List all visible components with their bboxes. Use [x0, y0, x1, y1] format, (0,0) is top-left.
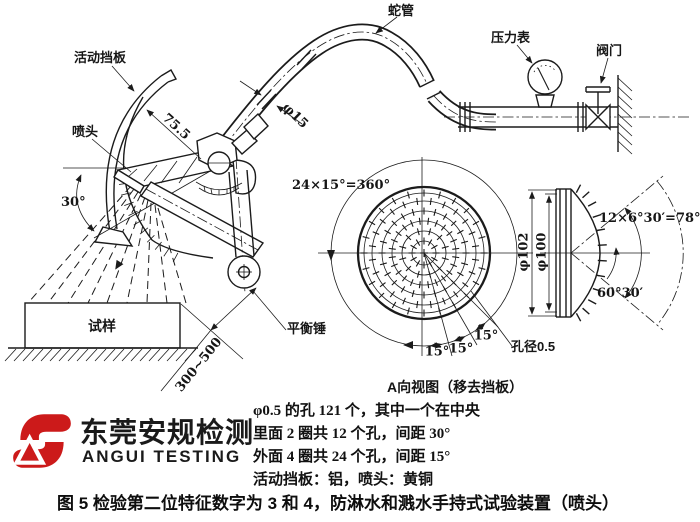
- valve-shape: [585, 86, 611, 131]
- dim-outer-dia: φ102: [516, 232, 532, 272]
- wall: [617, 75, 633, 155]
- label-snake-tube: 蛇管: [388, 3, 415, 18]
- view-a-caption: A向视图（移去挡板）: [387, 379, 524, 395]
- dim-hole-dia: 孔径0.5: [511, 339, 556, 354]
- distance-dimension: [160, 287, 257, 392]
- dim-meridian-equation: 12×6°30′=78°: [599, 211, 700, 226]
- pressure-gauge-shape: [527, 59, 563, 108]
- sector-plate: [118, 96, 214, 263]
- note-line-4: 活动挡板：铝，喷头：黄铜: [253, 472, 434, 488]
- watermark-name-cn: 东莞安规检测: [80, 417, 255, 448]
- dim-inner-dia: φ100: [534, 232, 550, 272]
- dim-circle-equation: 24×15°=360°: [292, 178, 391, 193]
- note-line-1: φ0.5 的孔 121 个，其中一个在中央: [253, 403, 480, 419]
- figure-caption: 图 5 检验第二位特征数字为 3 和 4，防淋水和溅水手持式试验装置（喷头）: [57, 494, 619, 513]
- label-nozzle: 喷头: [72, 124, 99, 139]
- side-view: [528, 175, 684, 331]
- dim-spacing-15-2: 15°: [448, 341, 474, 357]
- swivel-joint: [196, 112, 269, 175]
- movable-baffle-shape: [93, 69, 178, 247]
- dim-spacing-15-3: 15°: [473, 328, 499, 344]
- watermark-name-en: ANGUI TESTING: [82, 447, 242, 466]
- leader-lines: [91, 16, 609, 347]
- label-movable-baffle: 活动挡板: [74, 50, 127, 65]
- supply-pipe: [444, 102, 692, 132]
- label-balance-weight: 平衡锤: [287, 321, 327, 336]
- label-pressure-gauge: 压力表: [491, 30, 531, 45]
- label-valve: 阀门: [596, 43, 623, 58]
- spray-fan: [27, 185, 187, 304]
- pivot-scale: [195, 181, 243, 196]
- view-a-circle: [318, 157, 533, 357]
- dim-spacing-15-1: 15°: [424, 344, 450, 360]
- dim-tilt-angle: 30°: [61, 195, 86, 210]
- note-line-2: 里面 2 圈共 12 个孔，间距 30°: [253, 426, 451, 442]
- note-line-3: 外面 4 圈共 24 个孔，间距 15°: [253, 449, 451, 465]
- dim-angle-60-30: 60°30′: [597, 286, 644, 301]
- snake-tube-shape: [217, 23, 497, 153]
- angui-logo-mark: [13, 414, 71, 468]
- balance-arm: [227, 157, 261, 294]
- label-specimen: 试样: [88, 318, 116, 334]
